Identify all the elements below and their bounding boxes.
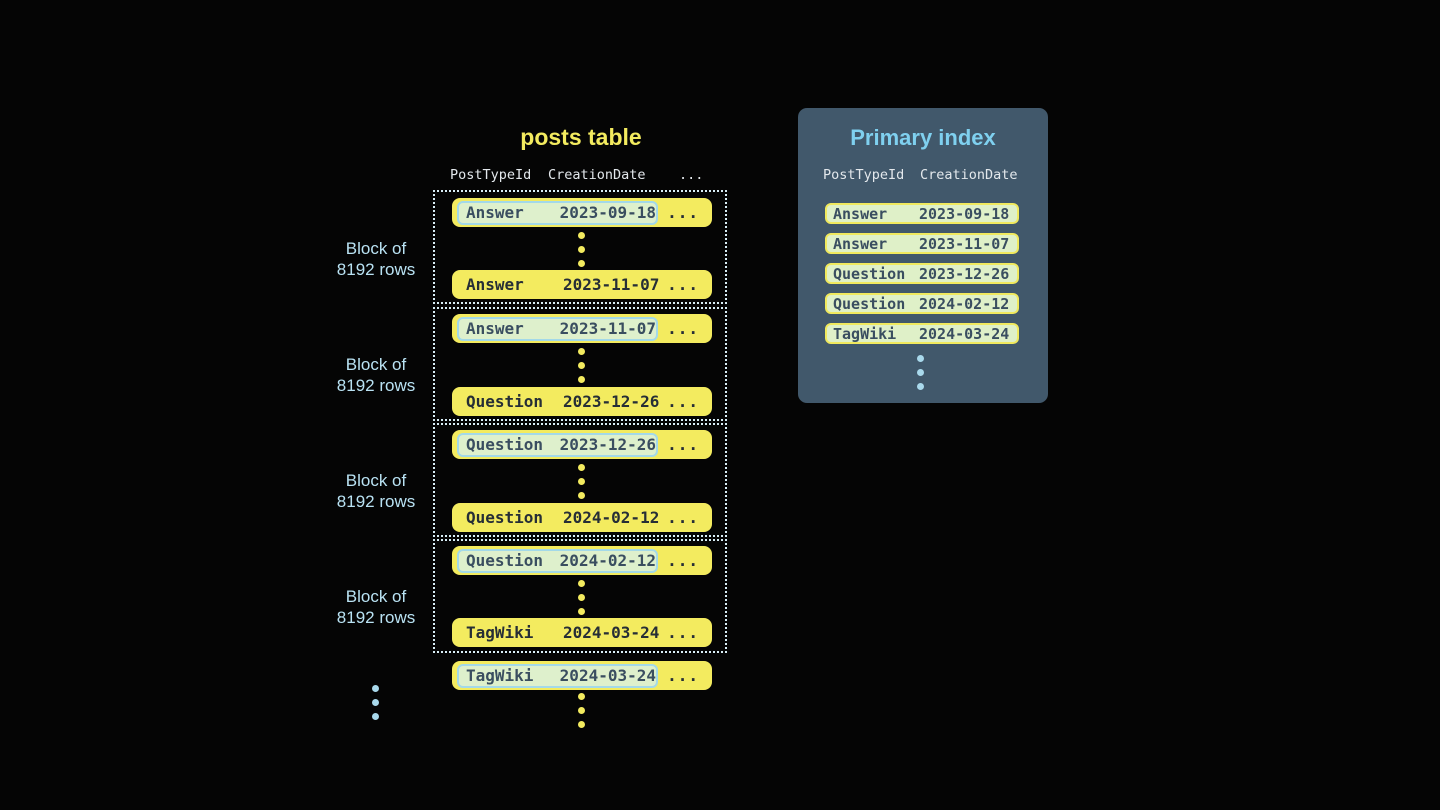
index-row: Answer 2023-09-18 xyxy=(825,203,1019,224)
dot xyxy=(578,721,585,728)
row-ellipsis: ... xyxy=(667,623,699,642)
dot xyxy=(578,608,585,615)
rows-omitted-dots xyxy=(578,464,585,499)
index-header-creationdate: CreationDate xyxy=(920,167,1018,183)
index-marked-cell: Answer 2023-09-18 xyxy=(457,200,658,225)
row-ellipsis: ... xyxy=(667,551,699,570)
posts-header-ellipsis: ... xyxy=(679,167,704,183)
row-ellipsis: ... xyxy=(667,435,699,454)
dot xyxy=(917,369,924,376)
index-marked-cell: TagWiki 2024-03-24 xyxy=(457,663,658,688)
block-3-rect xyxy=(433,423,727,537)
index-row: Question 2024-02-12 xyxy=(825,293,1019,314)
block-1-last-row: Answer 2023-11-07 ... xyxy=(452,270,712,299)
dot xyxy=(578,246,585,253)
block-3-label: Block of 8192 rows xyxy=(336,471,416,511)
dot xyxy=(578,693,585,700)
primary-index-panel xyxy=(798,108,1048,403)
block-1-label: Block of 8192 rows xyxy=(336,239,416,279)
dot xyxy=(578,594,585,601)
row-ellipsis: ... xyxy=(667,203,699,222)
posts-header-creationdate: CreationDate xyxy=(548,167,646,183)
dot xyxy=(578,260,585,267)
block-3-last-row: Question 2024-02-12 ... xyxy=(452,503,712,532)
block-4-last-row: TagWiki 2024-03-24 ... xyxy=(452,618,712,647)
more-blocks-dots xyxy=(372,685,379,720)
block-2-last-row: Question 2023-12-26 ... xyxy=(452,387,712,416)
dot xyxy=(578,232,585,239)
block-2-first-row: Answer 2023-11-07 ... xyxy=(452,314,712,343)
rows-omitted-dots xyxy=(578,580,585,615)
block-1-first-row: Answer 2023-09-18 ... xyxy=(452,198,712,227)
index-row: Answer 2023-11-07 xyxy=(825,233,1019,254)
row-ellipsis: ... xyxy=(667,508,699,527)
dot xyxy=(372,685,379,692)
row-ellipsis: ... xyxy=(667,319,699,338)
row-ellipsis: ... xyxy=(667,666,699,685)
block-2-rect xyxy=(433,307,727,421)
next-block-first-row: TagWiki 2024-03-24 ... xyxy=(452,661,712,690)
row-ellipsis: ... xyxy=(667,392,699,411)
dot xyxy=(578,478,585,485)
posts-header-posttypeid: PostTypeId xyxy=(450,167,532,183)
block-1-rect xyxy=(433,190,727,304)
block-2-label: Block of 8192 rows xyxy=(336,355,416,395)
dot xyxy=(578,362,585,369)
more-index-entries-dots xyxy=(917,355,924,390)
dot xyxy=(578,492,585,499)
index-row: Question 2023-12-26 xyxy=(825,263,1019,284)
more-rows-dots xyxy=(578,693,585,728)
dot xyxy=(372,699,379,706)
index-header-posttypeid: PostTypeId xyxy=(823,167,905,183)
primary-index-column-headers: PostTypeId CreationDate xyxy=(823,167,1018,183)
rows-omitted-dots xyxy=(578,348,585,383)
posts-table-column-headers: PostTypeId CreationDate ... xyxy=(450,167,703,183)
index-row: TagWiki 2024-03-24 xyxy=(825,323,1019,344)
dot xyxy=(578,376,585,383)
block-4-rect xyxy=(433,539,727,653)
index-marked-cell: Answer 2023-11-07 xyxy=(457,316,658,341)
dot xyxy=(578,580,585,587)
posts-table-title: posts table xyxy=(520,124,642,150)
dot xyxy=(917,355,924,362)
dot xyxy=(372,713,379,720)
dot xyxy=(578,707,585,714)
rows-omitted-dots xyxy=(578,232,585,267)
dot xyxy=(917,383,924,390)
index-marked-cell: Question 2023-12-26 xyxy=(457,432,658,457)
dot xyxy=(578,348,585,355)
row-ellipsis: ... xyxy=(667,275,699,294)
index-marked-cell: Question 2024-02-12 xyxy=(457,548,658,573)
dot xyxy=(578,464,585,471)
block-3-first-row: Question 2023-12-26 ... xyxy=(452,430,712,459)
block-4-first-row: Question 2024-02-12 ... xyxy=(452,546,712,575)
block-4-label: Block of 8192 rows xyxy=(336,587,416,627)
primary-index-title: Primary index xyxy=(850,125,996,150)
